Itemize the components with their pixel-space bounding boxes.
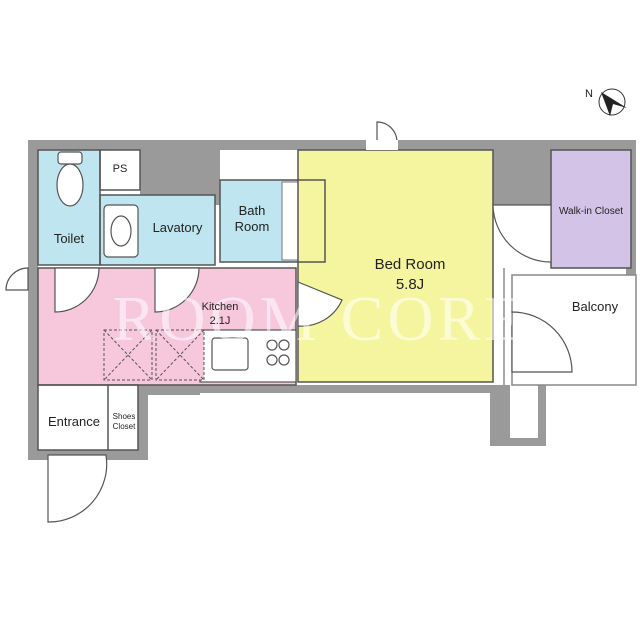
compass-letter: N	[585, 88, 593, 100]
storage-boxes	[103, 329, 205, 381]
bedroom-size: 5.8J	[395, 276, 425, 293]
shoes-closet-label-line2: Closet	[112, 422, 136, 431]
lavatory-label: Lavatory	[152, 220, 203, 235]
toilet-label: Toilet	[53, 231, 85, 246]
balcony-label: Balcony	[571, 299, 619, 314]
bedroom-door	[297, 281, 343, 327]
top-opening	[366, 140, 398, 150]
balcony-door	[511, 311, 573, 373]
lavatory-door	[154, 267, 200, 313]
walkin-label: Walk-in Closet	[558, 206, 624, 217]
ps-label: PS	[112, 163, 128, 175]
service-door-top	[376, 121, 398, 143]
kitchen-label: Kitchen	[201, 301, 239, 313]
entrance-door	[47, 454, 108, 523]
kitchen-size: 2.1J	[209, 315, 231, 327]
entrance-area	[38, 385, 138, 450]
walkin-door	[492, 204, 552, 263]
shoes-closet-label-line1: Shoes	[112, 412, 136, 421]
toilet-fixture	[56, 151, 84, 207]
kitchen-counter	[199, 329, 297, 383]
bath-label-line1: Bath	[238, 203, 266, 218]
ps-room	[100, 150, 140, 190]
bedroom-label: Bed Room	[374, 256, 446, 273]
bedroom	[298, 150, 493, 382]
bath-label-line2: Room	[234, 219, 270, 234]
compass-icon	[598, 88, 627, 116]
entrance-label: Entrance	[47, 414, 101, 429]
toilet-door	[54, 267, 100, 313]
side-door-left	[5, 267, 29, 291]
lavatory-sink	[103, 204, 139, 258]
door-swings	[5, 121, 573, 523]
walkin-closet	[551, 150, 631, 268]
